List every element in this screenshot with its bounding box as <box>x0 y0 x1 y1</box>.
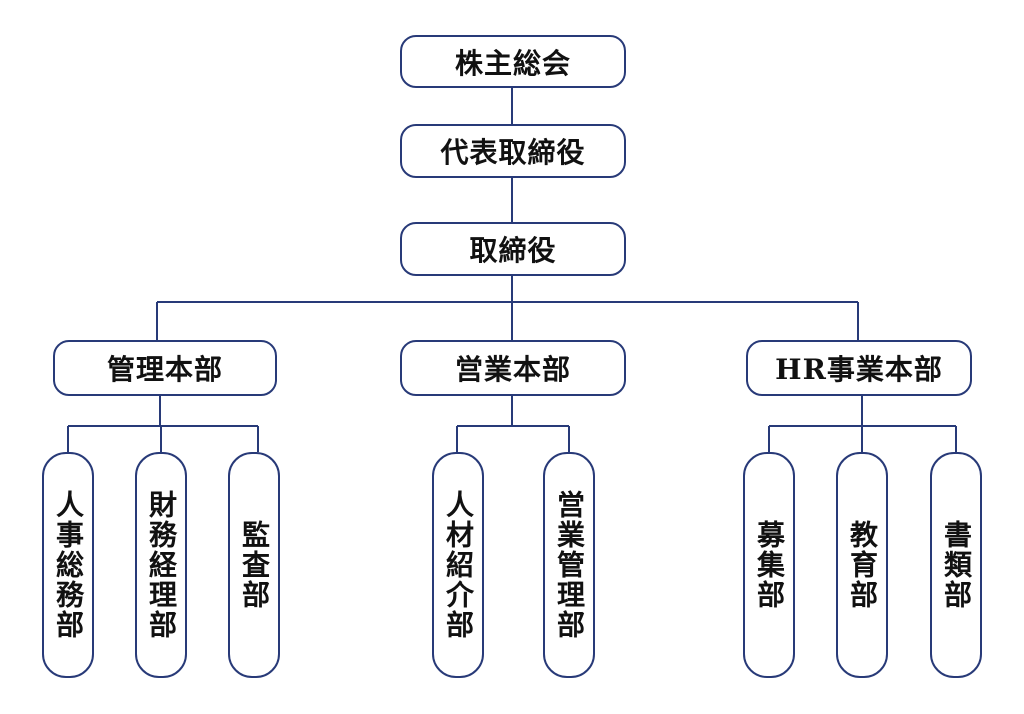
dept-label: 人事総務部 <box>52 490 85 640</box>
node-dept-recruitment-agency: 人材紹介部 <box>432 452 484 678</box>
node-division-sales: 営業本部 <box>400 340 626 396</box>
dept-label: 教育部 <box>846 520 879 610</box>
dept-label: 財務経理部 <box>145 490 178 640</box>
node-board-directors: 取締役 <box>400 222 626 276</box>
node-division-admin: 管理本部 <box>53 340 277 396</box>
dept-label: 書類部 <box>940 520 973 610</box>
dept-label: 監査部 <box>238 520 271 610</box>
node-shareholders-meeting: 株主総会 <box>400 35 626 88</box>
node-dept-recruiting: 募集部 <box>743 452 795 678</box>
node-dept-documents: 書類部 <box>930 452 982 678</box>
node-dept-education: 教育部 <box>836 452 888 678</box>
node-dept-audit: 監査部 <box>228 452 280 678</box>
node-dept-hr-general-affairs: 人事総務部 <box>42 452 94 678</box>
node-dept-sales-management: 営業管理部 <box>543 452 595 678</box>
node-representative-director: 代表取締役 <box>400 124 626 178</box>
dept-label: 人材紹介部 <box>442 490 475 640</box>
dept-label: 募集部 <box>753 520 786 610</box>
node-dept-finance-accounting: 財務経理部 <box>135 452 187 678</box>
dept-label: 営業管理部 <box>553 490 586 640</box>
node-division-hr: HR事業本部 <box>746 340 972 396</box>
